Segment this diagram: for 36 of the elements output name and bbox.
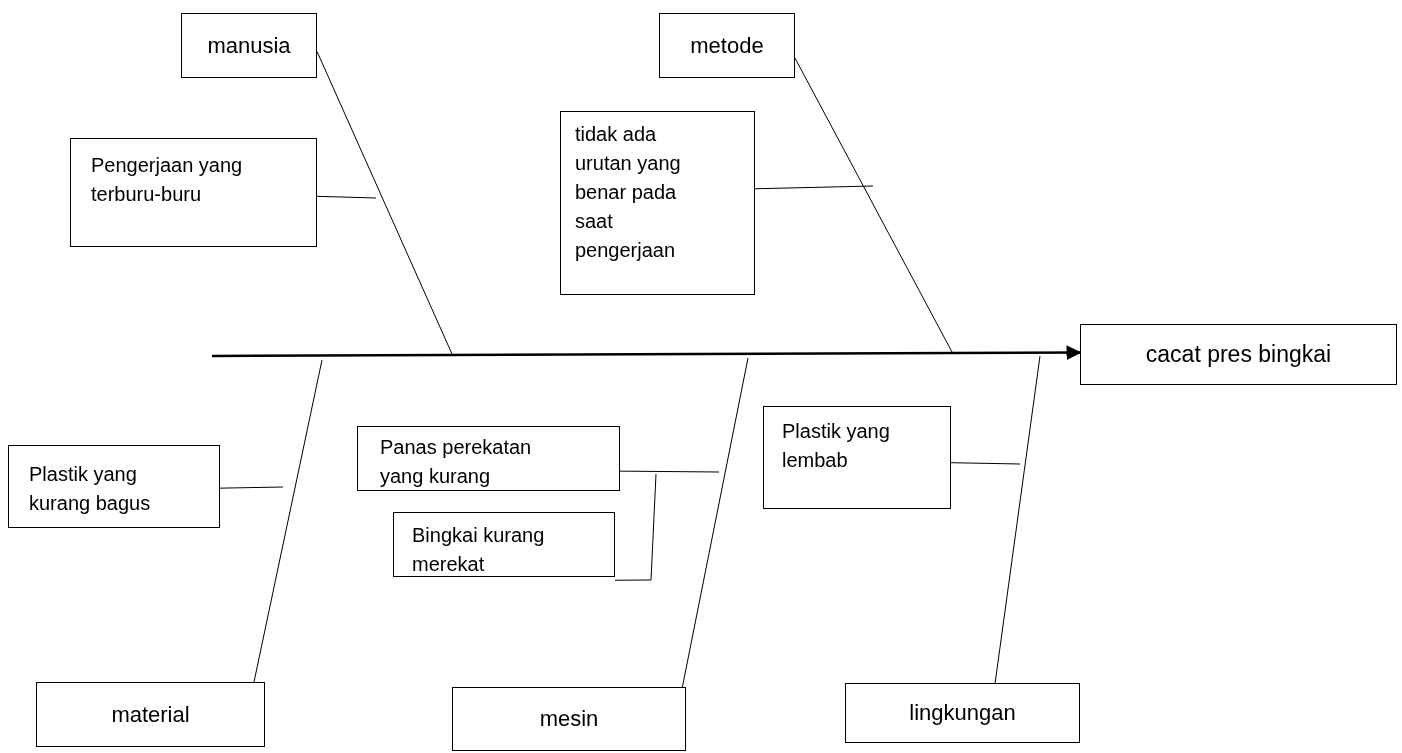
category-box bbox=[845, 683, 1080, 743]
cause-text: tidak ada urutan yang benar pada saat pengerjaan bbox=[575, 122, 682, 263]
cause-text: Pengerjaan yang terburu-buru bbox=[91, 153, 244, 207]
bone-line bbox=[681, 357, 749, 688]
cause-text: Bingkai kurang merekat bbox=[412, 523, 546, 577]
bone-line bbox=[754, 185, 874, 190]
cause-box bbox=[70, 138, 317, 247]
bone-line bbox=[994, 355, 1041, 684]
bone-line bbox=[253, 359, 323, 683]
bone-line bbox=[614, 473, 657, 581]
cause-text: Panas perekatan yang kurang bbox=[380, 435, 533, 489]
cause-box bbox=[357, 426, 620, 491]
bone-line bbox=[950, 462, 1021, 465]
category-label: lingkungan bbox=[909, 699, 1016, 728]
bone-line bbox=[316, 195, 377, 199]
category-label: metode bbox=[690, 31, 764, 60]
cause-box bbox=[560, 111, 755, 295]
bone-line bbox=[619, 470, 720, 473]
cause-box bbox=[393, 512, 615, 577]
category-box bbox=[452, 687, 686, 751]
cause-text: Plastik yang kurang bagus bbox=[29, 462, 152, 516]
category-box bbox=[36, 682, 265, 747]
bone-line bbox=[794, 57, 953, 353]
category-box bbox=[659, 13, 795, 78]
category-label: mesin bbox=[539, 705, 599, 734]
bone-line bbox=[316, 50, 453, 355]
category-label: cacat pres bingkai bbox=[1145, 339, 1332, 369]
cause-box bbox=[763, 406, 951, 509]
spine-arrow bbox=[212, 345, 1082, 361]
bone-line bbox=[219, 486, 284, 489]
category-box bbox=[181, 13, 317, 78]
category-label: manusia bbox=[207, 31, 291, 60]
effect-box bbox=[1080, 324, 1397, 385]
cause-text: Plastik yang lembab bbox=[782, 419, 891, 473]
category-label: material bbox=[111, 700, 190, 729]
cause-box bbox=[8, 445, 220, 528]
